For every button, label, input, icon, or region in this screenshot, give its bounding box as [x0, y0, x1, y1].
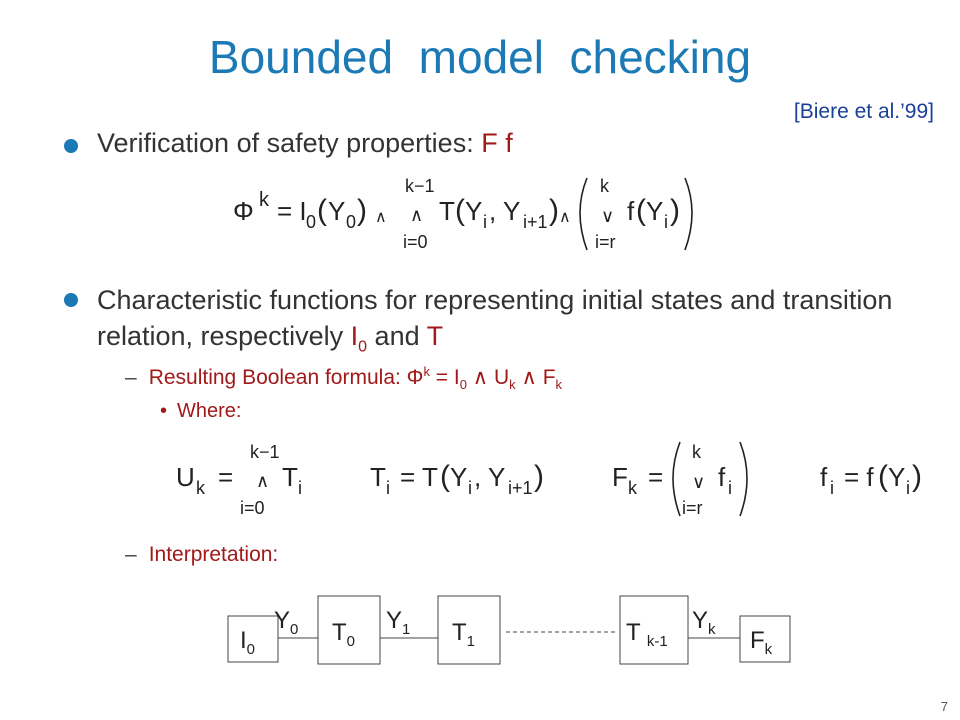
svg-text:T: T	[282, 462, 298, 492]
where-label: Where:	[177, 400, 242, 422]
svg-text:i=0: i=0	[403, 232, 428, 252]
dash-marker: –	[125, 366, 137, 389]
svg-text:(: (	[440, 460, 450, 493]
svg-text:U: U	[176, 462, 195, 492]
dash-marker: –	[125, 543, 137, 566]
svg-text:i=r: i=r	[595, 232, 616, 252]
svg-text:T: T	[370, 462, 386, 492]
svg-text:i+1: i+1	[523, 212, 548, 232]
dot-marker: •	[160, 400, 168, 422]
svg-text:(: (	[317, 194, 327, 227]
svg-text:Y: Y	[646, 196, 663, 226]
svg-text:, Y: , Y	[474, 462, 505, 492]
svg-text:k−1: k−1	[405, 176, 435, 196]
citation: [Biere et al.’99]	[793, 100, 934, 123]
svg-text:): )	[534, 460, 544, 493]
bullet-text-and: and	[367, 321, 427, 351]
svg-text:i=0: i=0	[240, 498, 265, 518]
svg-text:= f: = f	[844, 462, 874, 492]
svg-text:Y: Y	[888, 462, 905, 492]
bullet-dot	[64, 293, 78, 307]
svg-text:= T: = T	[400, 462, 438, 492]
svg-text:f: f	[627, 196, 635, 226]
bullet-accent: F f	[481, 128, 513, 158]
svg-text:): )	[357, 194, 367, 227]
formula-phi-k: Φ k = I 0 ( Y 0 ) ∧ k−1 ∧ i=0 T ( Y i , …	[233, 176, 693, 252]
svg-text:, Y: , Y	[489, 196, 520, 226]
unrolling-diagram: I0 T0 T1 T k-1 Fk Y0 Y1 Yk	[227, 595, 791, 665]
sub-bullet-where: • Where:	[160, 400, 241, 423]
accent-i-sub: 0	[358, 338, 368, 356]
svg-text:(: (	[878, 460, 888, 493]
label-y0: Y0	[274, 607, 298, 638]
formula-uk: U k = k−1 ∧ i=0 T i	[176, 442, 302, 518]
label-yk: Yk	[692, 607, 716, 638]
svg-text:i+1: i+1	[508, 478, 533, 498]
bullet-text: Characteristic functions for representin…	[97, 285, 893, 351]
formula-fi: f i = f ( Y i )	[820, 460, 922, 498]
accent-t: T	[426, 321, 444, 351]
svg-text:i: i	[728, 478, 732, 498]
svg-text:f: f	[718, 462, 726, 492]
svg-text:k−1: k−1	[250, 442, 280, 462]
bullet-characteristic: Characteristic functions for representin…	[97, 282, 897, 365]
svg-text:Y: Y	[328, 196, 345, 226]
interpretation-label: Interpretation:	[148, 543, 279, 566]
svg-text:=: =	[218, 462, 233, 492]
svg-text:∨: ∨	[692, 472, 705, 492]
resulting-formula: Φk = I0 ∧ Uk ∧ Fk	[406, 364, 563, 393]
svg-text:0: 0	[306, 212, 316, 232]
formula-ti: T i = T ( Y i , Y i+1 )	[370, 460, 544, 498]
label-y1: Y1	[386, 607, 410, 638]
svg-text:k: k	[259, 189, 270, 211]
svg-text:i: i	[468, 478, 472, 498]
svg-text:): )	[670, 194, 680, 227]
svg-text:): )	[912, 460, 922, 493]
page-number: 7	[940, 699, 948, 714]
resulting-label: Resulting Boolean formula:	[148, 366, 407, 389]
svg-text:(: (	[455, 194, 465, 227]
svg-text:i: i	[906, 478, 910, 498]
box-tk-1	[619, 595, 689, 665]
formula-fk: F k = k ∨ i=r f i	[612, 441, 748, 518]
svg-text:∧: ∧	[256, 471, 269, 491]
sub-bullet-interpretation: –Interpretation:	[125, 543, 278, 567]
svg-text:k: k	[196, 478, 206, 498]
svg-text:Φ: Φ	[233, 196, 254, 226]
svg-text:): )	[549, 194, 559, 227]
bullet-dot	[64, 139, 78, 153]
box-fk	[739, 615, 791, 663]
svg-text:i=r: i=r	[682, 498, 703, 518]
accent-i: I	[350, 321, 359, 351]
svg-text:0: 0	[346, 212, 356, 232]
svg-text:i: i	[664, 212, 668, 232]
svg-text:F: F	[612, 462, 628, 492]
svg-text:∧: ∧	[375, 209, 387, 226]
svg-text:i: i	[483, 212, 487, 232]
box-t0	[317, 595, 381, 665]
svg-text:= I: = I	[277, 196, 307, 226]
bullet-safety: Verification of safety properties: F f	[97, 128, 513, 159]
slide-title: Bounded model checking	[208, 31, 752, 83]
svg-text:Y: Y	[450, 462, 467, 492]
box-i0	[227, 615, 279, 663]
svg-text:Y: Y	[465, 196, 482, 226]
svg-text:T: T	[439, 196, 455, 226]
sub-bullet-resulting: –Resulting Boolean formula: Φk = I0 ∧ Uk…	[125, 364, 562, 392]
svg-text:k: k	[628, 478, 638, 498]
svg-text:k: k	[600, 176, 610, 196]
svg-text:i: i	[830, 478, 834, 498]
svg-text:∧: ∧	[559, 209, 571, 226]
svg-text:∨: ∨	[601, 206, 614, 226]
svg-text:i: i	[386, 478, 390, 498]
svg-text:k: k	[692, 442, 702, 462]
svg-text:(: (	[636, 194, 646, 227]
svg-text:i: i	[298, 478, 302, 498]
svg-text:=: =	[648, 462, 663, 492]
box-t1	[437, 595, 501, 665]
svg-text:∧: ∧	[410, 205, 423, 225]
svg-text:f: f	[820, 462, 828, 492]
bullet-text: Verification of safety properties:	[97, 128, 482, 158]
formula-definitions: U k = k−1 ∧ i=0 T i T i = T ( Y i , Y i+…	[176, 441, 922, 518]
